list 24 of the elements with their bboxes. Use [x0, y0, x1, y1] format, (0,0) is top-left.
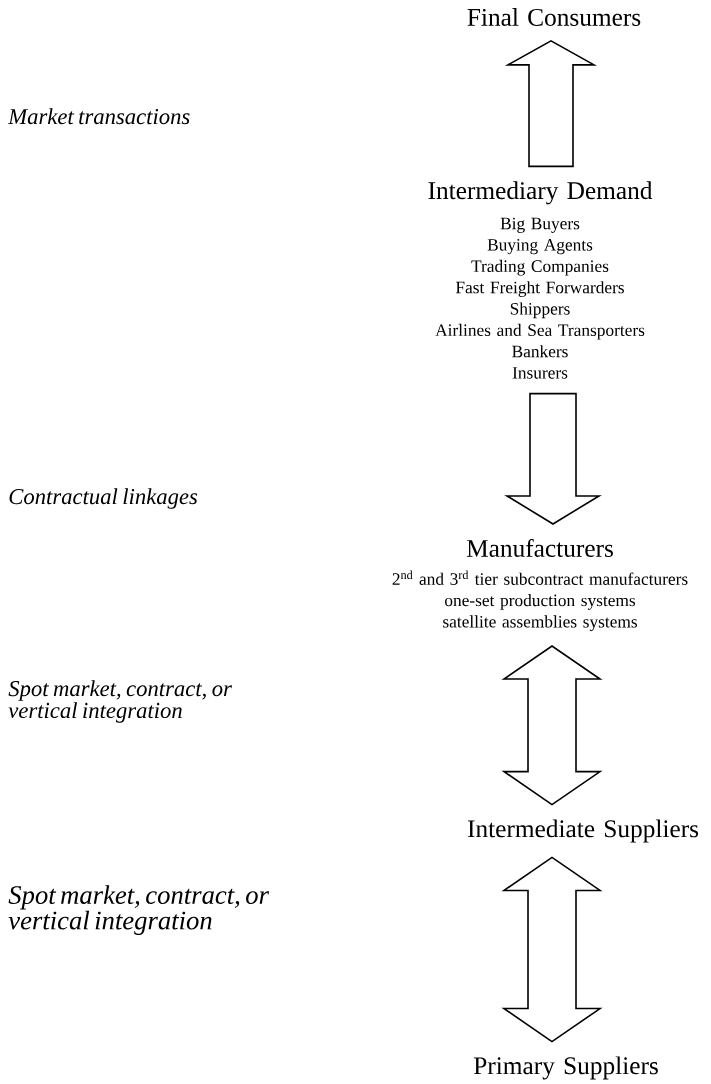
list-item: Bankers — [512, 345, 568, 358]
list-item: satellite assemblies systems — [443, 615, 637, 632]
list-item: Shippers — [510, 302, 570, 319]
node-heading: Intermediary Demand — [428, 181, 653, 205]
node-heading: Final Consumers — [467, 8, 641, 26]
list-item: one-set production systems — [445, 594, 636, 610]
list-item: Airlines and Sea Transporters — [435, 323, 645, 340]
node-heading: Manufacturers — [466, 538, 613, 557]
list-item: Insurers — [512, 367, 568, 379]
list-item: Fast Freight Forwarders — [455, 281, 624, 297]
node-heading: Primary Suppliers — [473, 1056, 658, 1080]
side-note: Contractual linkages — [9, 488, 198, 509]
list-item: Big Buyers — [500, 217, 580, 233]
block-arrow — [501, 645, 603, 806]
list-item: 2$^{nd}$ and 3$^{rd}$ tier subcontract manufacturers — [392, 570, 688, 585]
block-arrow — [504, 39, 598, 168]
side-note: Spot market, contract, or vertical integration — [8, 680, 232, 723]
node-heading: Intermediate Suppliers — [467, 819, 699, 843]
list-item: Trading Companies — [471, 259, 609, 276]
side-note: Spot market, contract, or vertical integration — [8, 885, 270, 935]
list-item: Buying Agents — [487, 239, 593, 255]
side-note: Market transactions — [8, 108, 190, 125]
block-arrow — [501, 856, 603, 1043]
block-arrow — [504, 392, 602, 525]
